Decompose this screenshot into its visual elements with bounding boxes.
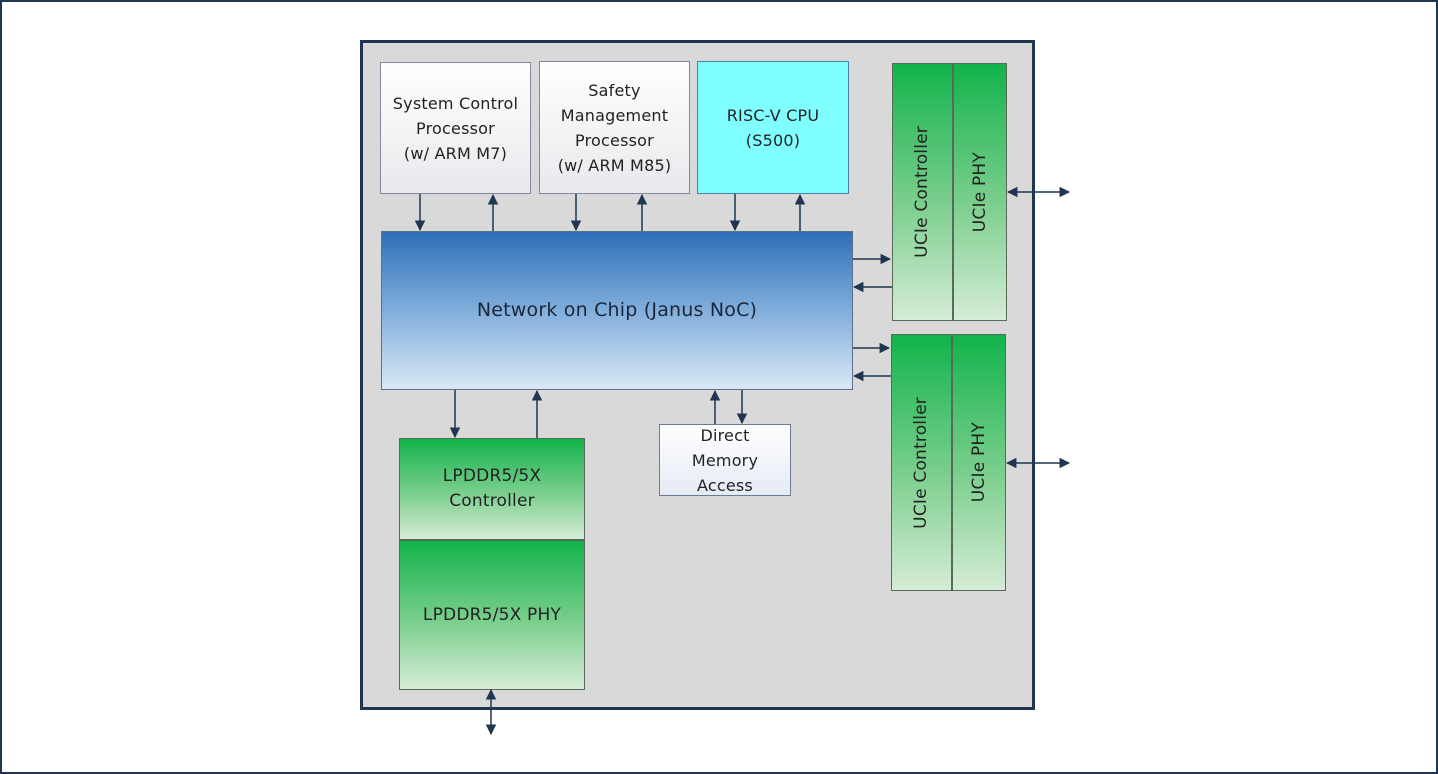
ucie-controller-top-block: UCIe Controller <box>892 63 953 321</box>
direct-memory-access-block: Direct Memory Access <box>659 424 791 496</box>
lpddr-phy-label: LPDDR5/5X PHY <box>422 604 562 625</box>
lpddr-controller-label: LPDDR5/5X Controller <box>442 466 542 511</box>
system-control-processor-block: System Control Processor (w/ ARM M7) <box>380 62 531 194</box>
ucie-phy-top-block: UCIe PHY <box>953 63 1007 321</box>
safety-management-processor-label: Safety Management Processor (w/ ARM M85) <box>557 80 672 175</box>
network-on-chip-label: Network on Chip (Janus NoC) <box>476 299 758 321</box>
lpddr-controller-block: LPDDR5/5X Controller <box>399 438 585 540</box>
direct-memory-access-label: Direct Memory Access <box>691 425 759 495</box>
safety-management-processor-block: Safety Management Processor (w/ ARM M85) <box>539 61 690 194</box>
network-on-chip-block: Network on Chip (Janus NoC) <box>381 231 853 390</box>
ucie-phy-bottom-block: UCIe PHY <box>952 334 1006 591</box>
system-control-processor-label: System Control Processor (w/ ARM M7) <box>392 93 519 163</box>
ucie-controller-bottom-block: UCIe Controller <box>891 334 952 591</box>
riscv-cpu-label: RISC-V CPU (S500) <box>726 105 820 150</box>
lpddr-phy-block: LPDDR5/5X PHY <box>399 540 585 690</box>
riscv-cpu-block: RISC-V CPU (S500) <box>697 61 849 194</box>
